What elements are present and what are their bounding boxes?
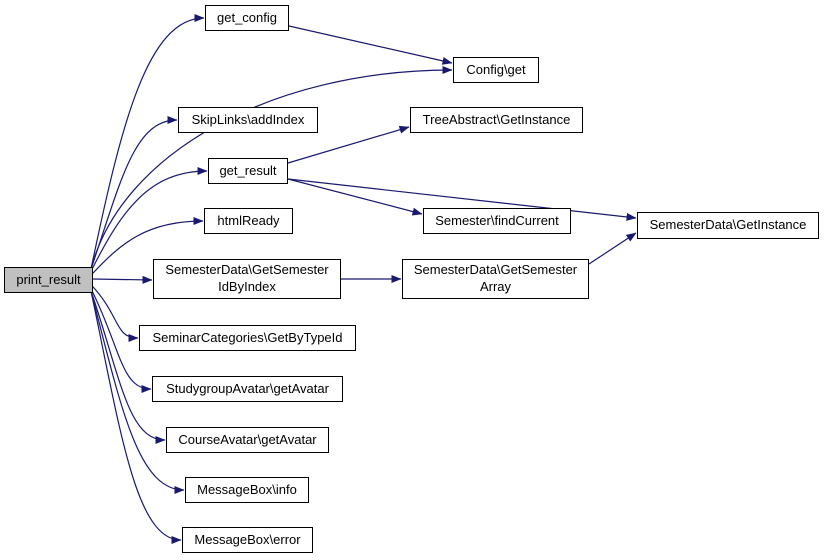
node-label: SeminarCategories\GetByTypeId xyxy=(152,329,343,345)
node-label: get_result xyxy=(219,162,277,178)
node-config-get[interactable]: Config\get xyxy=(453,57,539,83)
node-semesterdata-getsemesterarray[interactable]: SemesterData\GetSemester Array xyxy=(402,259,589,299)
node-label: SkipLinks\addIndex xyxy=(191,111,305,127)
edge-get_result-semesterdata_getinstance xyxy=(287,178,637,221)
node-label: Config\get xyxy=(466,61,526,77)
node-messagebox-error[interactable]: MessageBox\error xyxy=(182,527,313,553)
node-treeabstract-getinstance[interactable]: TreeAbstract\GetInstance xyxy=(410,107,583,133)
edge-print_result-semesterdata_getsemesteridbyindex xyxy=(92,275,153,284)
edge-print_result-messagebox_error xyxy=(90,290,182,544)
node-label: MessageBox\info xyxy=(197,481,297,497)
node-studygroupavatar-getavatar[interactable]: StudygroupAvatar\getAvatar xyxy=(152,376,343,402)
node-label: SemesterData\GetSemester IdByIndex xyxy=(165,262,329,294)
node-semester-findcurrent[interactable]: Semester\findCurrent xyxy=(423,208,571,234)
edge-semesterdata_getsemesterarray-semesterdata_getinstance xyxy=(588,232,637,265)
edge-print_result-get_config xyxy=(90,14,205,270)
node-get-config[interactable]: get_config xyxy=(205,5,289,31)
node-print-result[interactable]: print_result xyxy=(4,267,93,293)
node-label: TreeAbstract\GetInstance xyxy=(422,111,571,127)
node-label: Semester\findCurrent xyxy=(435,212,559,228)
edge-get_result-treeabstract_getinstance xyxy=(287,125,410,164)
edge-get_result-semester_findcurrent xyxy=(287,178,423,216)
node-label: StudygroupAvatar\getAvatar xyxy=(166,380,329,396)
edge-print_result-htmlready xyxy=(90,217,204,276)
node-label: SemesterData\GetSemester Array xyxy=(413,262,578,294)
node-label: htmlReady xyxy=(217,212,280,228)
edge-print_result-messagebox_info xyxy=(90,290,185,494)
node-messagebox-info[interactable]: MessageBox\info xyxy=(185,477,309,503)
node-semesterdata-getinstance[interactable]: SemesterData\GetInstance xyxy=(637,212,819,239)
node-label: print_result xyxy=(16,271,81,287)
node-label: SemesterData\GetInstance xyxy=(649,217,807,233)
node-htmlready[interactable]: htmlReady xyxy=(204,208,293,234)
node-label: MessageBox\error xyxy=(194,531,301,547)
edge-print_result-get_result xyxy=(90,167,208,272)
node-label: CourseAvatar\getAvatar xyxy=(178,431,317,447)
node-seminarcategories-getbytypeid[interactable]: SeminarCategories\GetByTypeId xyxy=(139,325,356,351)
node-courseavatar-getavatar[interactable]: CourseAvatar\getAvatar xyxy=(166,427,329,453)
edge-print_result-skiplinks_addindex xyxy=(90,116,178,270)
edge-print_result-seminarcategories_getbytypeid xyxy=(90,284,139,342)
node-label: get_config xyxy=(217,9,277,25)
node-skiplinks-addindex[interactable]: SkipLinks\addIndex xyxy=(178,107,318,133)
edge-print_result-studygroupavatar_getavatar xyxy=(90,288,152,393)
node-get-result[interactable]: get_result xyxy=(208,158,288,184)
edge-print_result-courseavatar_getavatar xyxy=(90,290,166,444)
node-semesterdata-getsemesteridbyindex[interactable]: SemesterData\GetSemester IdByIndex xyxy=(153,259,341,299)
edge-get_config-config_get xyxy=(288,25,453,65)
